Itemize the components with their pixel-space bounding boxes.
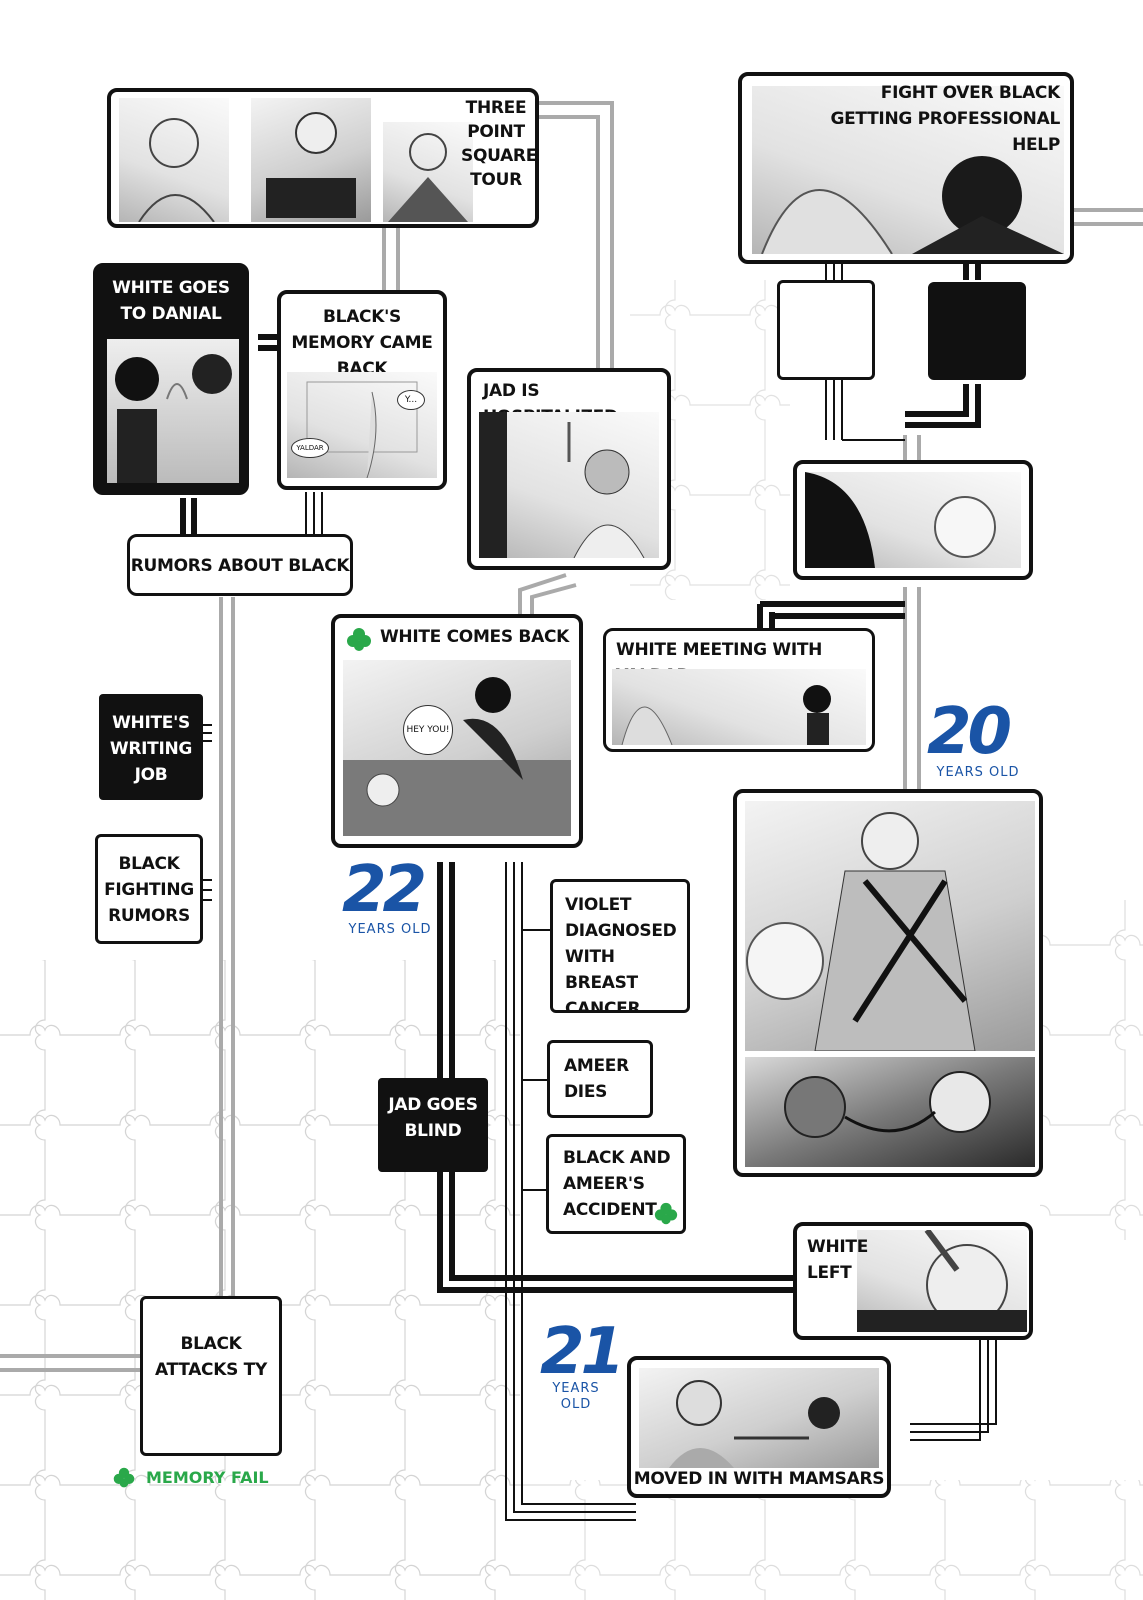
event-title: RUMORS ABOUT BLACK	[130, 556, 350, 576]
event-white-meeting-with-yaldar[interactable]: WHITE MEETING WITH YALDAR	[603, 628, 875, 752]
age-20-number: 20	[927, 695, 1012, 769]
panel-image	[479, 412, 659, 558]
panel-image	[612, 669, 866, 745]
event-title: JAD GOES BLIND	[388, 1095, 478, 1141]
event-black-ameer-accident[interactable]: BLACK AND AMEER'S ACCIDENT	[546, 1134, 686, 1234]
panel-image	[805, 472, 1021, 568]
clover-icon	[347, 628, 371, 651]
age-22-label: YEARS OLD	[348, 922, 432, 937]
panel-image	[107, 339, 239, 483]
legend-memory-fail: MEMORY FAIL	[146, 1468, 269, 1487]
clover-icon	[654, 1202, 678, 1225]
panel-image	[639, 1368, 879, 1468]
age-21-number: 21	[540, 1315, 625, 1389]
event-twenty-panel[interactable]	[733, 789, 1043, 1177]
panel-image	[119, 98, 229, 222]
panel-image	[745, 801, 1035, 1051]
clover-icon	[113, 1467, 135, 1488]
event-white-goes-to-danial[interactable]: WHITE GOES TO DANIAL	[93, 263, 249, 495]
event-blacks-memory-came-back[interactable]: BLACK'S MEMORY CAME BACK Y... YALDAR	[277, 290, 447, 490]
event-title: AMEER DIES	[564, 1056, 629, 1102]
panel-image	[857, 1230, 1027, 1332]
event-black-fighting-rumors[interactable]: BLACK FIGHTING RUMORS	[95, 834, 203, 944]
event-title: WHITE GOES TO DANIAL	[112, 278, 230, 324]
event-title: VIOLET DIAGNOSED WITH BREAST CANCER	[565, 895, 677, 1013]
event-jad-goes-blind[interactable]: JAD GOES BLIND	[378, 1078, 488, 1172]
event-black-and-white-panel[interactable]	[793, 460, 1033, 580]
event-title: BLACK'S MEMORY CAME BACK	[291, 307, 433, 379]
panel-image	[251, 98, 371, 222]
event-title: FIGHT OVER BLACK GETTING PROFESSIONAL HE…	[830, 83, 1060, 155]
panel-image	[745, 1057, 1035, 1167]
event-rumors-about-black[interactable]: RUMORS ABOUT BLACK	[127, 534, 353, 596]
event-title: BLACK ATTACKS TY	[155, 1334, 267, 1380]
age-21-label-old: OLD	[560, 1397, 592, 1412]
event-title: WHITE'S WRITING JOB	[109, 713, 193, 785]
event-violet-diagnosed[interactable]: VIOLET DIAGNOSED WITH BREAST CANCER	[550, 879, 690, 1013]
speech-bubble: YALDAR	[291, 438, 329, 458]
event-three-point-square-tour[interactable]: THREE POINT SQUARE TOUR	[107, 88, 539, 228]
panel-image: Y... YALDAR	[287, 372, 437, 478]
event-title: WHITE COMES BACK	[379, 627, 569, 647]
event-white-left[interactable]: WHITE LEFT	[793, 1222, 1033, 1340]
event-title: BLACK AND AMEER'S ACCIDENT	[563, 1148, 671, 1220]
panel-image: HEY YOU!	[343, 660, 571, 836]
event-black-attacks-ty[interactable]: BLACK ATTACKS TY	[140, 1296, 282, 1456]
age-20-label: YEARS OLD	[936, 765, 1020, 780]
event-whites-writing-job[interactable]: WHITE'S WRITING JOB	[99, 694, 203, 800]
panel-image	[383, 122, 473, 222]
puzzle-background	[0, 960, 520, 1600]
age-21-label-years: YEARS	[552, 1381, 600, 1396]
event-title: THREE POINT SQUARE TOUR	[461, 98, 538, 190]
event-white-comes-back[interactable]: WHITE COMES BACK HEY YOU!	[331, 614, 583, 848]
event-fight-over-help[interactable]: FIGHT OVER BLACK GETTING PROFESSIONAL HE…	[738, 72, 1074, 264]
speech-bubble: HEY YOU!	[403, 705, 453, 755]
event-title: WHITE LEFT	[807, 1237, 869, 1283]
age-22-number: 22	[342, 853, 427, 927]
event-moved-in-with-mamsars[interactable]: MOVED IN WITH MAMSARS	[627, 1356, 891, 1498]
empty-black-box	[928, 282, 1026, 380]
speech-bubble: Y...	[397, 390, 425, 410]
event-title: MOVED IN WITH MAMSARS	[633, 1469, 885, 1489]
empty-white-box	[777, 280, 875, 380]
panel-image	[752, 86, 1064, 254]
event-title: BLACK FIGHTING RUMORS	[104, 854, 194, 926]
event-ameer-dies[interactable]: AMEER DIES	[547, 1040, 653, 1118]
event-jad-is-hospitalized[interactable]: JAD IS HOSPITALIZED	[467, 368, 671, 570]
